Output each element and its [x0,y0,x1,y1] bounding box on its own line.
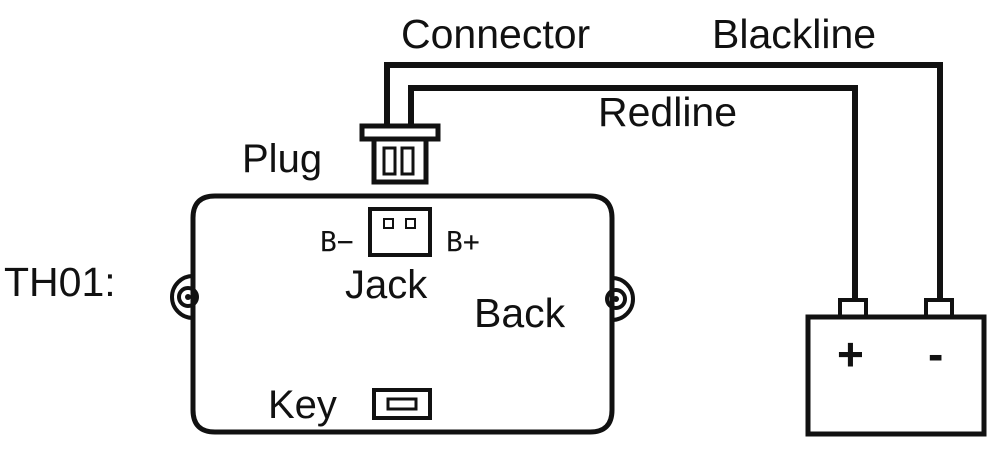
device-outline [190,193,615,435]
label-b-minus: B− [320,225,354,258]
jack-body [368,207,432,257]
label-device-name: TH01: [4,259,116,305]
label-plug: Plug [242,137,322,181]
jack [368,207,432,257]
plug-pin-left [382,146,397,176]
jack-pin-right [405,218,416,229]
plug-body [371,136,429,185]
right-mounting-ear [611,276,635,322]
label-blackline: Blackline [712,11,876,57]
label-connector: Connector [401,11,590,57]
th01-device [170,193,635,435]
key-outer [372,388,432,420]
label-battery-plus: + [837,328,864,380]
label-redline: Redline [598,89,737,135]
left-mount-hole-outer [177,286,199,308]
black-wire [384,62,943,300]
plug-pin-right [400,146,415,176]
right-mount-hole-outer [605,288,627,310]
label-b-plus: B+ [446,225,480,258]
plug [359,123,441,185]
battery-terminal-positive [838,298,868,319]
right-mount-hole-inner [613,296,619,302]
battery-body [805,314,987,437]
key-button [372,388,432,420]
left-mounting-ear [170,274,194,320]
battery-terminal-negative [924,298,954,319]
battery [805,298,987,437]
label-jack: Jack [345,263,428,307]
label-battery-minus: - [928,328,943,380]
left-mount-hole-inner [185,294,191,300]
label-key: Key [268,383,337,427]
red-wire [408,85,858,300]
label-back: Back [474,290,566,336]
key-inner [386,397,418,411]
jack-pin-left [383,218,394,229]
